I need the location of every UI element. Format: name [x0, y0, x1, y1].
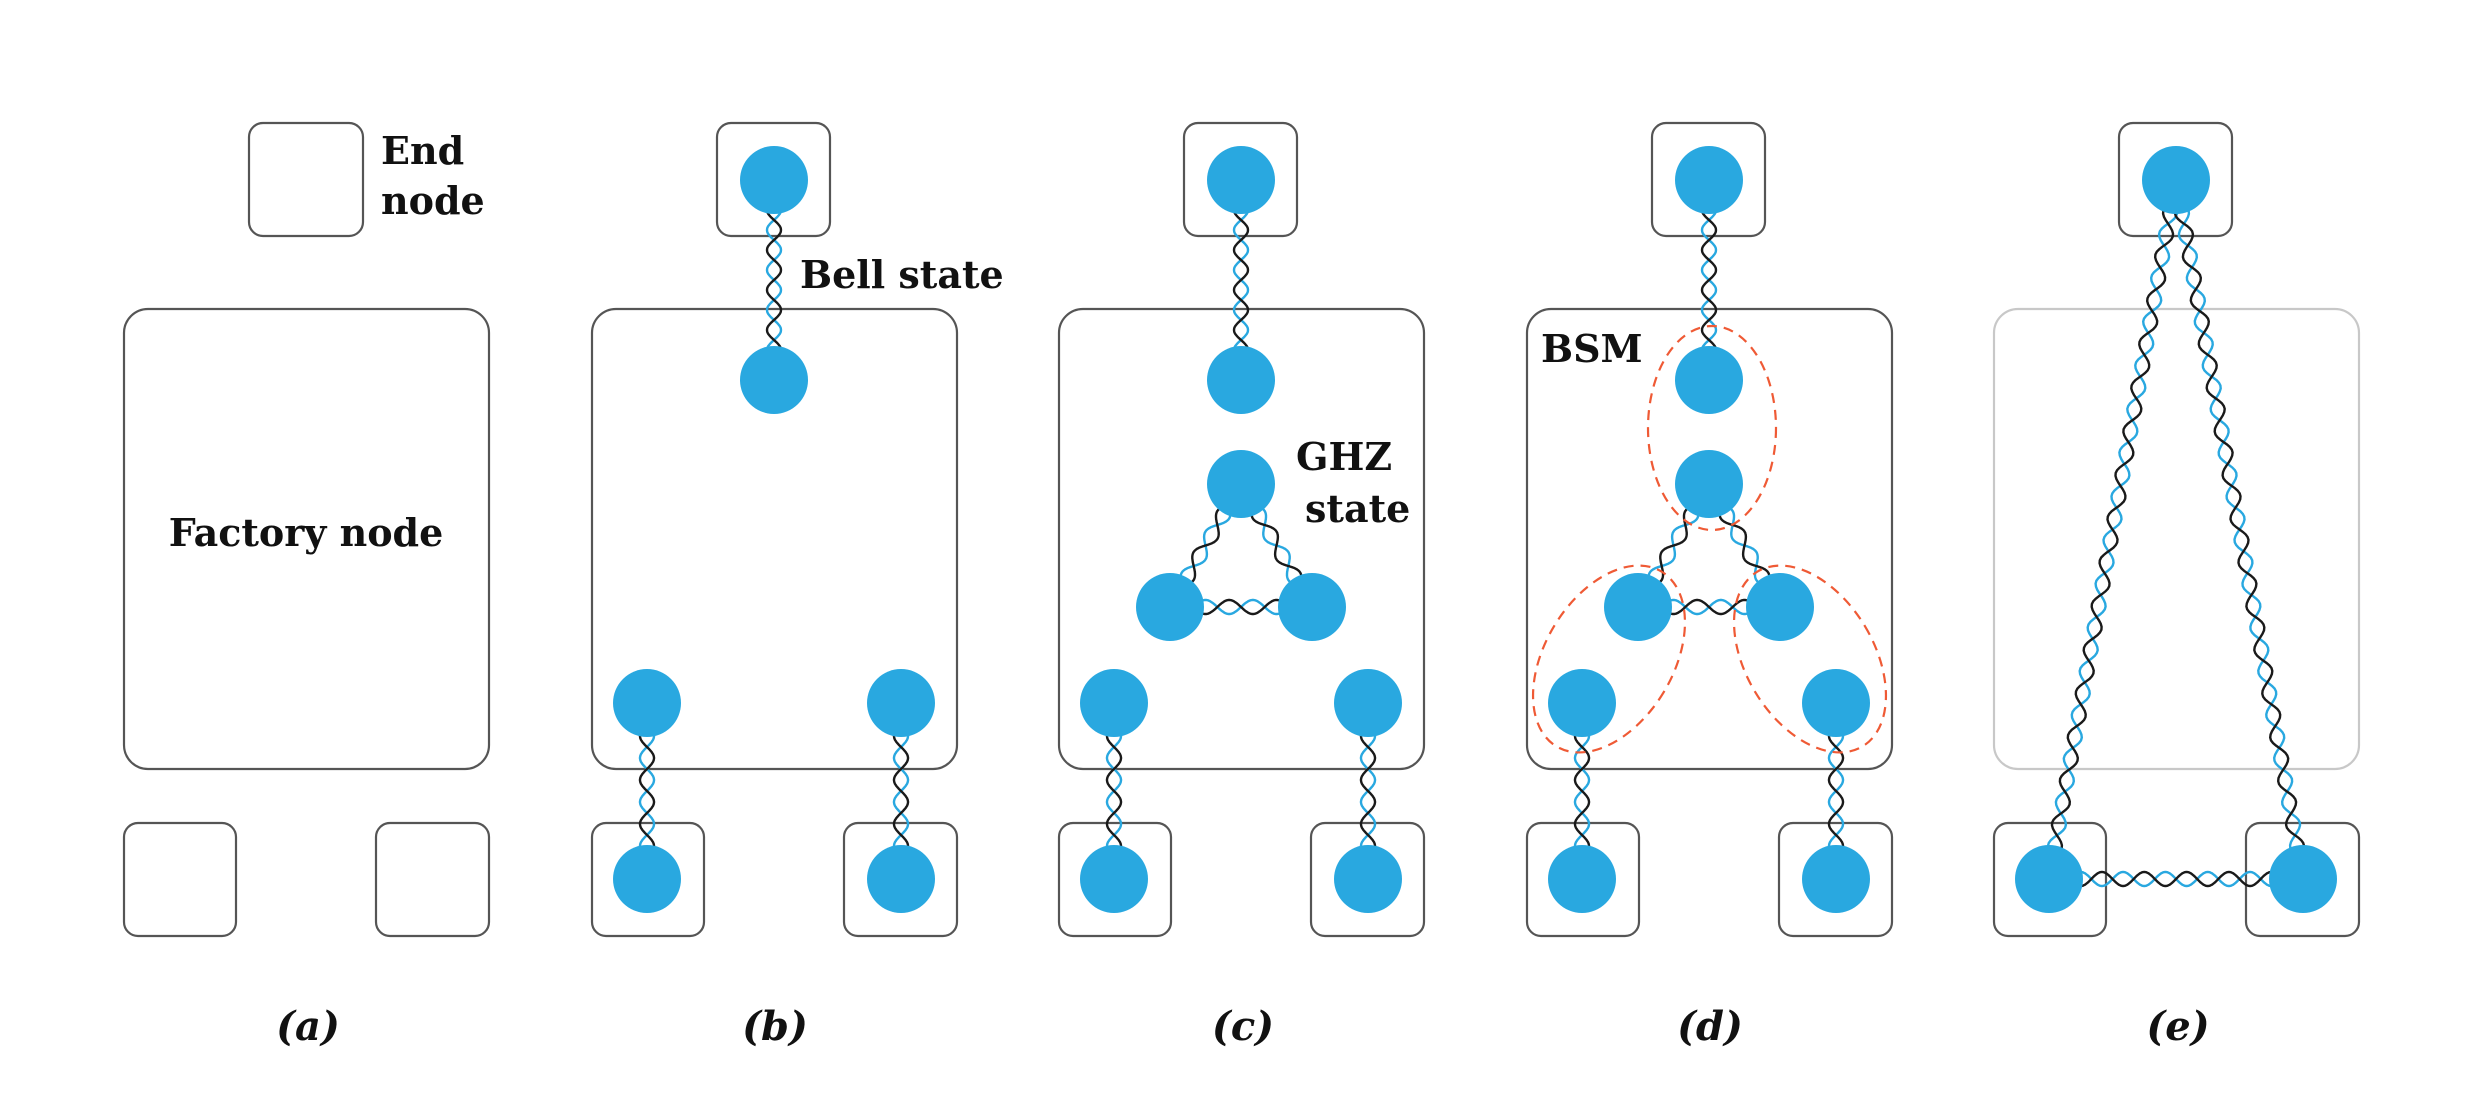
- caption-a: (a): [276, 1003, 340, 1050]
- bsm-label: BSM: [1541, 326, 1643, 371]
- link-strand: [2042, 179, 2183, 880]
- bsm-ellipse: [1646, 324, 1778, 532]
- ghz-label-line2: state: [1305, 486, 1410, 531]
- qubit: [1207, 146, 1275, 214]
- end-node-bottom-left: [122, 821, 238, 938]
- end-node-top: [1650, 121, 1767, 238]
- end-node-label-line2: node: [381, 178, 485, 223]
- panel-d: BSM: [1525, 121, 1894, 938]
- qubit: [1080, 669, 1148, 737]
- qubit: [867, 845, 935, 913]
- panel-e: [1992, 121, 2361, 938]
- qubit: [2269, 845, 2337, 913]
- caption-e: (e): [2146, 1003, 2209, 1050]
- factory-node: [590, 307, 959, 771]
- qubit: [1207, 450, 1275, 518]
- end-node-label-line1: End: [381, 128, 464, 173]
- end-node-top: [715, 121, 832, 238]
- link-strand: [2173, 179, 2306, 880]
- end-node-top: [247, 121, 365, 238]
- end-node-bottom-right: [2244, 821, 2361, 938]
- end-node-bottom-right: [374, 821, 491, 938]
- factory-node-faded: [1992, 307, 2361, 771]
- end-node-bottom-left: [590, 821, 706, 938]
- qubit: [613, 669, 681, 737]
- panel-a: End node Factory node: [122, 121, 491, 938]
- qubit: [867, 669, 935, 737]
- factory-node: [122, 307, 491, 771]
- qubit: [613, 845, 681, 913]
- qubit: [1136, 573, 1204, 641]
- end-node-top: [1182, 121, 1299, 238]
- end-node-bottom-left: [1525, 821, 1641, 938]
- qubit: [740, 346, 808, 414]
- end-node-bottom-left: [1992, 821, 2108, 938]
- qubit: [1207, 346, 1275, 414]
- qubit: [1604, 573, 1672, 641]
- bell-state-label: Bell state: [800, 252, 1004, 297]
- factory-node: [1525, 307, 1894, 771]
- qubit: [1080, 845, 1148, 913]
- end-node-bottom-right: [842, 821, 959, 938]
- factory-node: [1057, 307, 1426, 771]
- end-node-top: [2117, 121, 2234, 238]
- qubit: [1675, 450, 1743, 518]
- factory-node-label: Factory node: [169, 510, 444, 555]
- end-node-bottom-right: [1777, 821, 1894, 938]
- qubit: [1548, 845, 1616, 913]
- end-to-end-link: [2042, 179, 2183, 880]
- panel-c: GHZ state: [1057, 121, 1426, 938]
- bsm-ellipse: [1531, 564, 1687, 754]
- qubit: [1334, 669, 1402, 737]
- end-node-bottom-left: [1057, 821, 1173, 938]
- caption-b: (b): [742, 1003, 808, 1050]
- panel-b: Bell state: [590, 121, 1004, 938]
- caption-d: (d): [1677, 1003, 1743, 1050]
- qubit: [1802, 669, 1870, 737]
- link-strand: [2048, 870, 2304, 888]
- bsm-ellipse: [1732, 564, 1888, 754]
- qubit: [1278, 573, 1346, 641]
- qubit: [1548, 669, 1616, 737]
- qubit: [2142, 146, 2210, 214]
- qubit: [1746, 573, 1814, 641]
- end-to-end-link: [2169, 179, 2310, 880]
- ghz-label-line1: GHZ: [1296, 434, 1392, 479]
- end-to-end-link: [2048, 870, 2304, 888]
- qubit: [1334, 845, 1402, 913]
- qubit: [1675, 346, 1743, 414]
- qubit: [740, 146, 808, 214]
- end-node-bottom-right: [1309, 821, 1426, 938]
- qubit: [1802, 845, 1870, 913]
- qubit: [2015, 845, 2083, 913]
- caption-c: (c): [1212, 1003, 1274, 1050]
- qubit: [1675, 146, 1743, 214]
